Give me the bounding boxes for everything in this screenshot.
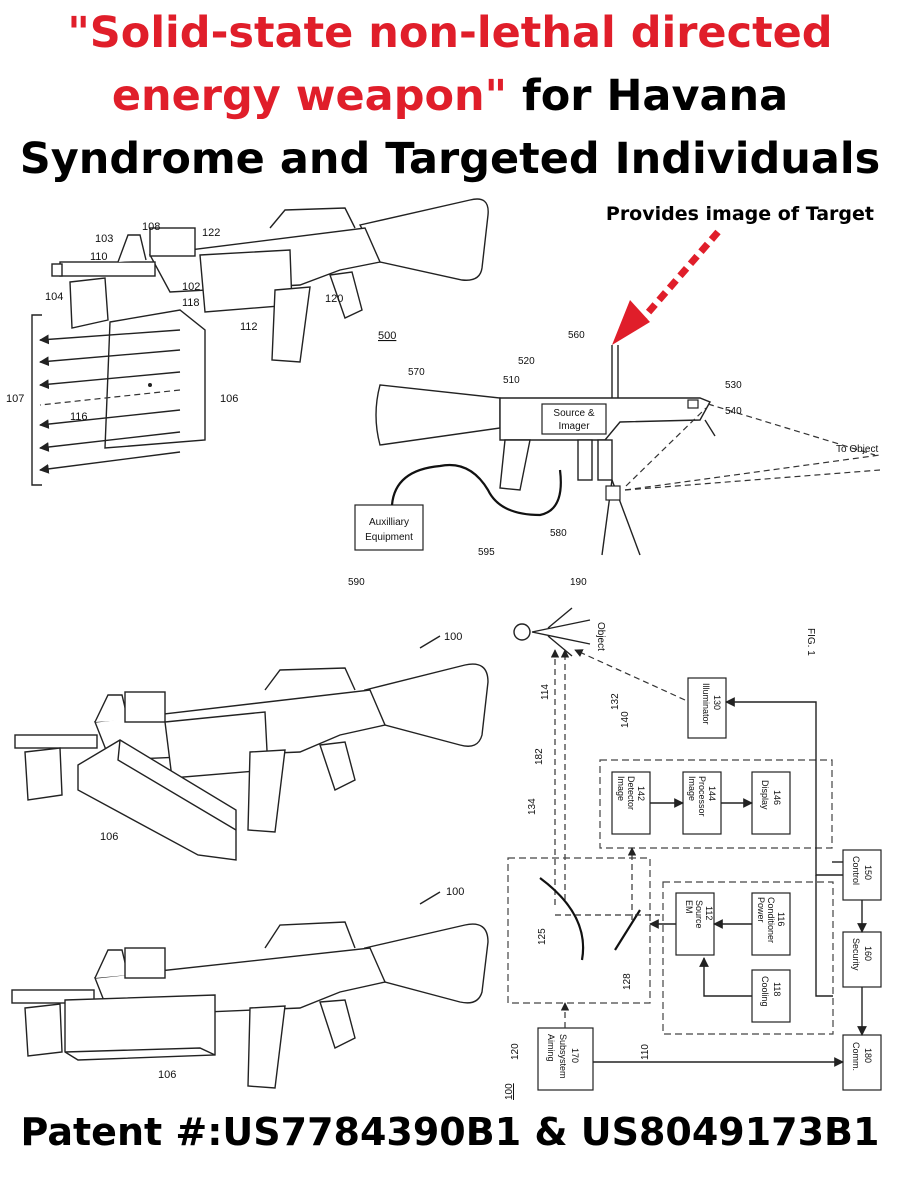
label-104: 104 <box>45 291 63 303</box>
aiming-line2: Subsystem <box>558 1034 568 1079</box>
label-116: 116 <box>70 411 88 423</box>
label-108: 108 <box>142 221 160 233</box>
callout-text: Provides image of Target <box>605 203 874 225</box>
label-122: 122 <box>202 227 220 239</box>
fig1-label: FIG. 1 <box>805 628 816 656</box>
ref-500: 500 <box>378 330 396 342</box>
label-140: 140 <box>620 711 631 728</box>
aux-line1: Auxilliary <box>369 517 409 528</box>
fig-bot-left-rifle: 100 106 <box>11 886 489 1089</box>
label-125: 125 <box>537 928 548 945</box>
label-112: 112 <box>240 321 258 333</box>
title-black-part: for Havana Syndrome and Targeted Individ… <box>19 71 881 184</box>
control-line1: Control <box>851 856 861 885</box>
label-114: 114 <box>540 684 551 700</box>
power-conditioner-line3: 116 <box>776 912 786 926</box>
security-line2: 160 <box>863 946 873 961</box>
comm-line2: 180 <box>863 1048 873 1063</box>
label-120-block: 120 <box>510 1043 521 1060</box>
label-595: 595 <box>478 547 495 558</box>
object-label: Object <box>595 622 606 651</box>
label-106-mid: 106 <box>100 831 118 843</box>
red-pointer-arrow <box>612 229 721 345</box>
label-106-top: 106 <box>220 393 238 405</box>
label-580: 580 <box>550 528 567 539</box>
image-detector-line3: 142 <box>636 786 646 801</box>
label-107: 107 <box>6 393 24 405</box>
illuminator-line2: 130 <box>712 695 722 710</box>
cooling-line1: Cooling <box>760 976 770 1007</box>
label-106-bot: 106 <box>158 1069 176 1081</box>
power-conditioner-line1: Power <box>756 897 766 923</box>
fig-block-diagram: FIG. 1 100 Object 190 Illuminator 130 Im… <box>504 577 882 1100</box>
label-110: 110 <box>90 251 108 263</box>
source-imager-line2: Imager <box>558 421 590 432</box>
display-line1: Display <box>760 780 770 810</box>
label-128: 128 <box>622 973 633 990</box>
image-detector-line2: Detector <box>626 776 636 810</box>
aiming-line1: Aiming <box>546 1034 556 1062</box>
aiming-line3: 170 <box>570 1048 580 1063</box>
to-object-label: To Object <box>836 444 878 455</box>
label-134: 134 <box>527 798 538 815</box>
label-510: 510 <box>503 375 520 386</box>
image-processor-line1: Image <box>687 776 697 801</box>
illuminator-line1: Illuminator <box>701 683 711 725</box>
label-102: 102 <box>182 281 200 293</box>
fig-mid-left-rifle: 100 106 <box>14 631 489 861</box>
fig-top-left-rifle: 108 103 122 110 102 104 118 120 112 107 … <box>6 198 489 486</box>
label-103: 103 <box>95 233 113 245</box>
label-118: 118 <box>182 297 200 309</box>
power-conditioner-line2: Conditioner <box>766 897 776 943</box>
label-590: 590 <box>348 577 365 588</box>
image-processor-line2: Processor <box>697 776 707 817</box>
label-540: 540 <box>725 406 742 417</box>
ref-100-mid: 100 <box>444 631 462 643</box>
image-processor-line3: 144 <box>707 786 717 801</box>
cooling-line2: 118 <box>772 982 782 996</box>
fig-top-right-schematic: 500 Source & Imager To Object Auxilliar <box>348 330 881 588</box>
em-source-line2: Source <box>694 900 704 929</box>
em-source-line3: 112 <box>704 906 714 920</box>
label-182: 182 <box>534 748 545 765</box>
security-line1: Security <box>851 938 861 971</box>
aux-line2: Equipment <box>365 532 413 543</box>
label-570: 570 <box>408 367 425 378</box>
label-120: 120 <box>325 293 343 305</box>
display-line2: 146 <box>772 790 782 805</box>
comm-line1: Comm. <box>851 1042 861 1071</box>
em-source-line1: EM <box>684 900 694 914</box>
label-132: 132 <box>610 693 621 710</box>
image-detector-line1: Image <box>616 776 626 801</box>
ref-100-bot: 100 <box>446 886 464 898</box>
label-530: 530 <box>725 380 742 391</box>
control-line2: 150 <box>863 865 873 880</box>
patent-footer: Patent #:US7784390B1 & US8049173B1 <box>20 1110 880 1154</box>
object-ref-190: 190 <box>570 577 587 588</box>
label-560: 560 <box>568 330 585 341</box>
label-110-block: 110 <box>640 1044 651 1060</box>
source-imager-line1: Source & <box>553 408 594 419</box>
ref-100-block: 100 <box>504 1083 515 1100</box>
title-red-part: "Solid-state non-lethal directed energy … <box>67 8 833 121</box>
label-520: 520 <box>518 356 535 367</box>
page-title: "Solid-state non-lethal directed energy … <box>0 0 900 191</box>
